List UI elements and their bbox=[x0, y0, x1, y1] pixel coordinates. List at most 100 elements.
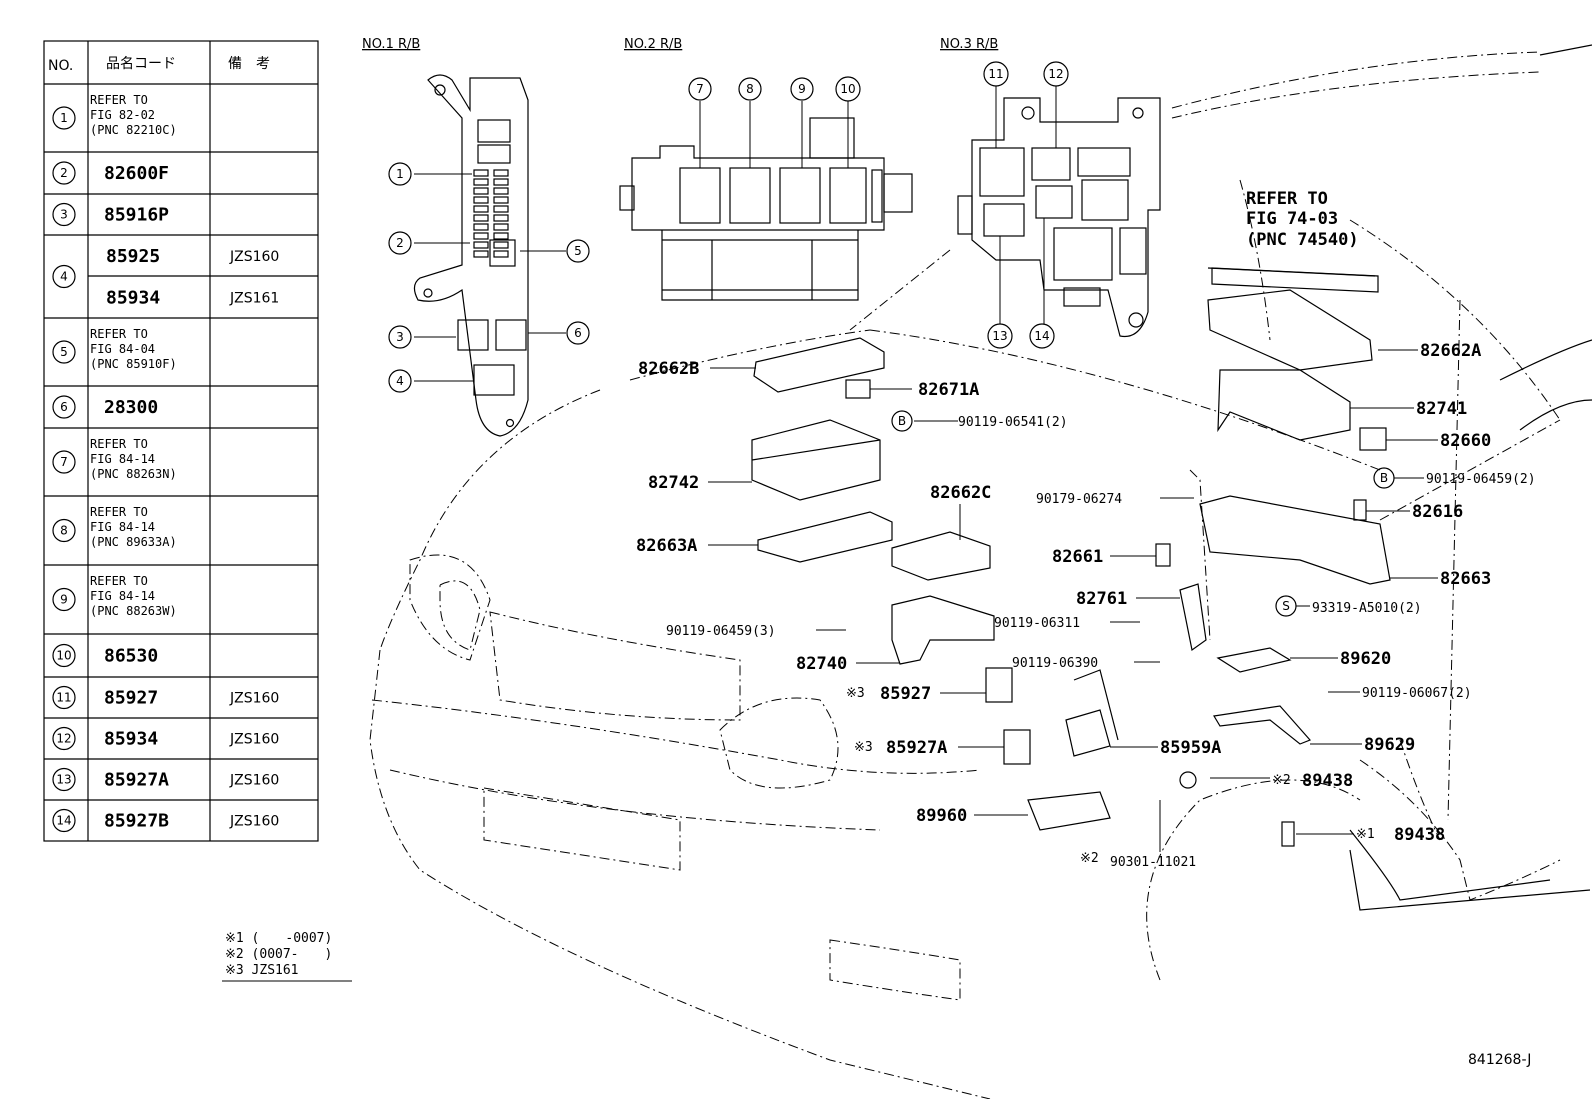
bolt-mark-s: S bbox=[1275, 595, 1297, 617]
rb3-callouts: 11 12 13 14 bbox=[983, 61, 1069, 349]
row-number-circle bbox=[52, 106, 76, 130]
svg-text:REFER TO: REFER TO bbox=[1246, 189, 1328, 209]
svg-text:(PNC 74540): (PNC 74540) bbox=[1246, 230, 1359, 250]
row-number: 5 bbox=[60, 345, 68, 359]
fuse-slot bbox=[493, 196, 509, 204]
fuse-slot bbox=[493, 214, 509, 222]
row-reference-line: FIG 84-14 bbox=[90, 520, 155, 534]
small-part-label: 90119-06311 bbox=[994, 616, 1080, 631]
row-reference-line: FIG 82-02 bbox=[90, 108, 155, 122]
svg-text:B: B bbox=[1380, 471, 1388, 485]
fuse-slot bbox=[473, 241, 489, 249]
part-label: 82616 bbox=[1412, 502, 1463, 522]
fuse-slot bbox=[473, 187, 489, 195]
table-header-remark: 備 考 bbox=[228, 56, 270, 72]
row-code: 85927B bbox=[104, 811, 169, 832]
small-part-label: 90119-06390 bbox=[1012, 656, 1098, 671]
row-reference-line: (PNC 89633A) bbox=[90, 535, 177, 549]
part-label: 82663 bbox=[1440, 569, 1491, 589]
row-reference-line: REFER TO bbox=[90, 574, 148, 588]
row-reference-line: (PNC 82210C) bbox=[90, 123, 177, 137]
svg-text:1: 1 bbox=[396, 167, 404, 181]
callout-12: 12 bbox=[1043, 61, 1069, 87]
row-number-circle bbox=[52, 808, 76, 833]
svg-text:FIG 74-03: FIG 74-03 bbox=[1246, 209, 1338, 229]
variant-mark: ※2 bbox=[1080, 851, 1099, 866]
row-number: 1 bbox=[60, 111, 68, 125]
part-label: 89438 bbox=[1394, 825, 1445, 845]
part-label: 82761 bbox=[1076, 589, 1127, 609]
row-number-circle bbox=[52, 202, 76, 227]
footnote-2: ※2 (0007- ) bbox=[225, 947, 332, 962]
rb1-callouts: 1 2 3 4 5 6 bbox=[388, 162, 590, 393]
part-label: 82742 bbox=[648, 473, 699, 493]
callout-14: 14 bbox=[1029, 323, 1055, 349]
part-label: 82662B bbox=[638, 359, 699, 379]
svg-text:14: 14 bbox=[1034, 329, 1049, 343]
row-remark: JZS161 bbox=[229, 290, 279, 306]
row-number: 2 bbox=[60, 166, 68, 180]
fuse-slot bbox=[473, 169, 489, 177]
svg-text:6: 6 bbox=[574, 326, 582, 340]
callout-1: 1 bbox=[388, 162, 412, 186]
fuse-slot bbox=[473, 214, 489, 222]
variant-mark: ※3 bbox=[846, 686, 865, 701]
callout-6: 6 bbox=[566, 321, 590, 345]
row-number-circle bbox=[52, 643, 76, 668]
small-part-label: 90301-11021 bbox=[1110, 855, 1196, 870]
svg-text:7: 7 bbox=[696, 82, 704, 96]
row-number-circle bbox=[52, 587, 76, 612]
footnote-3: ※3 JZS161 bbox=[225, 963, 299, 978]
svg-text:B: B bbox=[898, 414, 906, 428]
svg-text:5: 5 bbox=[574, 244, 582, 258]
row-number-circle bbox=[52, 395, 76, 419]
row-number: 7 bbox=[60, 455, 68, 469]
svg-text:2: 2 bbox=[396, 236, 404, 250]
row-number: 10 bbox=[56, 649, 71, 663]
small-part-label: 90119-06541(2) bbox=[958, 415, 1068, 430]
part-label: 82660 bbox=[1440, 431, 1491, 451]
fuse-slot bbox=[473, 232, 489, 240]
fuse-slot bbox=[473, 250, 489, 258]
row-reference-line: REFER TO bbox=[90, 327, 148, 341]
row-code: 85916P bbox=[104, 205, 169, 226]
row-number: 6 bbox=[60, 400, 68, 414]
part-label: 82663A bbox=[636, 536, 697, 556]
svg-text:13: 13 bbox=[992, 329, 1007, 343]
row-code: 85927 bbox=[104, 688, 158, 709]
svg-text:9: 9 bbox=[798, 82, 806, 96]
row-number-circle bbox=[52, 767, 76, 792]
fuse-slot bbox=[493, 223, 509, 231]
svg-text:11: 11 bbox=[988, 67, 1003, 81]
rb1-drawing bbox=[413, 74, 566, 437]
part-label: 85959A bbox=[1160, 738, 1221, 758]
svg-text:10: 10 bbox=[840, 82, 855, 96]
part-label: 82662A bbox=[1420, 341, 1481, 361]
rb2-callouts: 7 8 9 10 bbox=[688, 76, 861, 102]
row-number: 12 bbox=[56, 732, 71, 746]
svg-text:S: S bbox=[1282, 599, 1290, 613]
part-label: 85927 bbox=[880, 684, 931, 704]
small-part-label: 93319-A5010(2) bbox=[1312, 601, 1422, 616]
leader-lines bbox=[708, 349, 1438, 852]
table-border bbox=[43, 40, 319, 842]
row-number: 9 bbox=[60, 593, 68, 607]
row-reference-line: REFER TO bbox=[90, 437, 148, 451]
svg-text:8: 8 bbox=[746, 82, 754, 96]
row-number-circle bbox=[52, 161, 76, 185]
part-label: 89629 bbox=[1364, 735, 1415, 755]
part-label: 82740 bbox=[796, 654, 847, 674]
fuse-slot bbox=[473, 196, 489, 204]
bolt-mark-b-1: B bbox=[891, 410, 913, 432]
row-remark: JZS160 bbox=[229, 773, 279, 789]
row-remark: JZS160 bbox=[229, 814, 279, 830]
small-part-label: 90179-06274 bbox=[1036, 492, 1122, 507]
callout-13: 13 bbox=[987, 323, 1013, 349]
row-reference-line: FIG 84-14 bbox=[90, 589, 155, 603]
fuse-slot bbox=[493, 241, 509, 249]
